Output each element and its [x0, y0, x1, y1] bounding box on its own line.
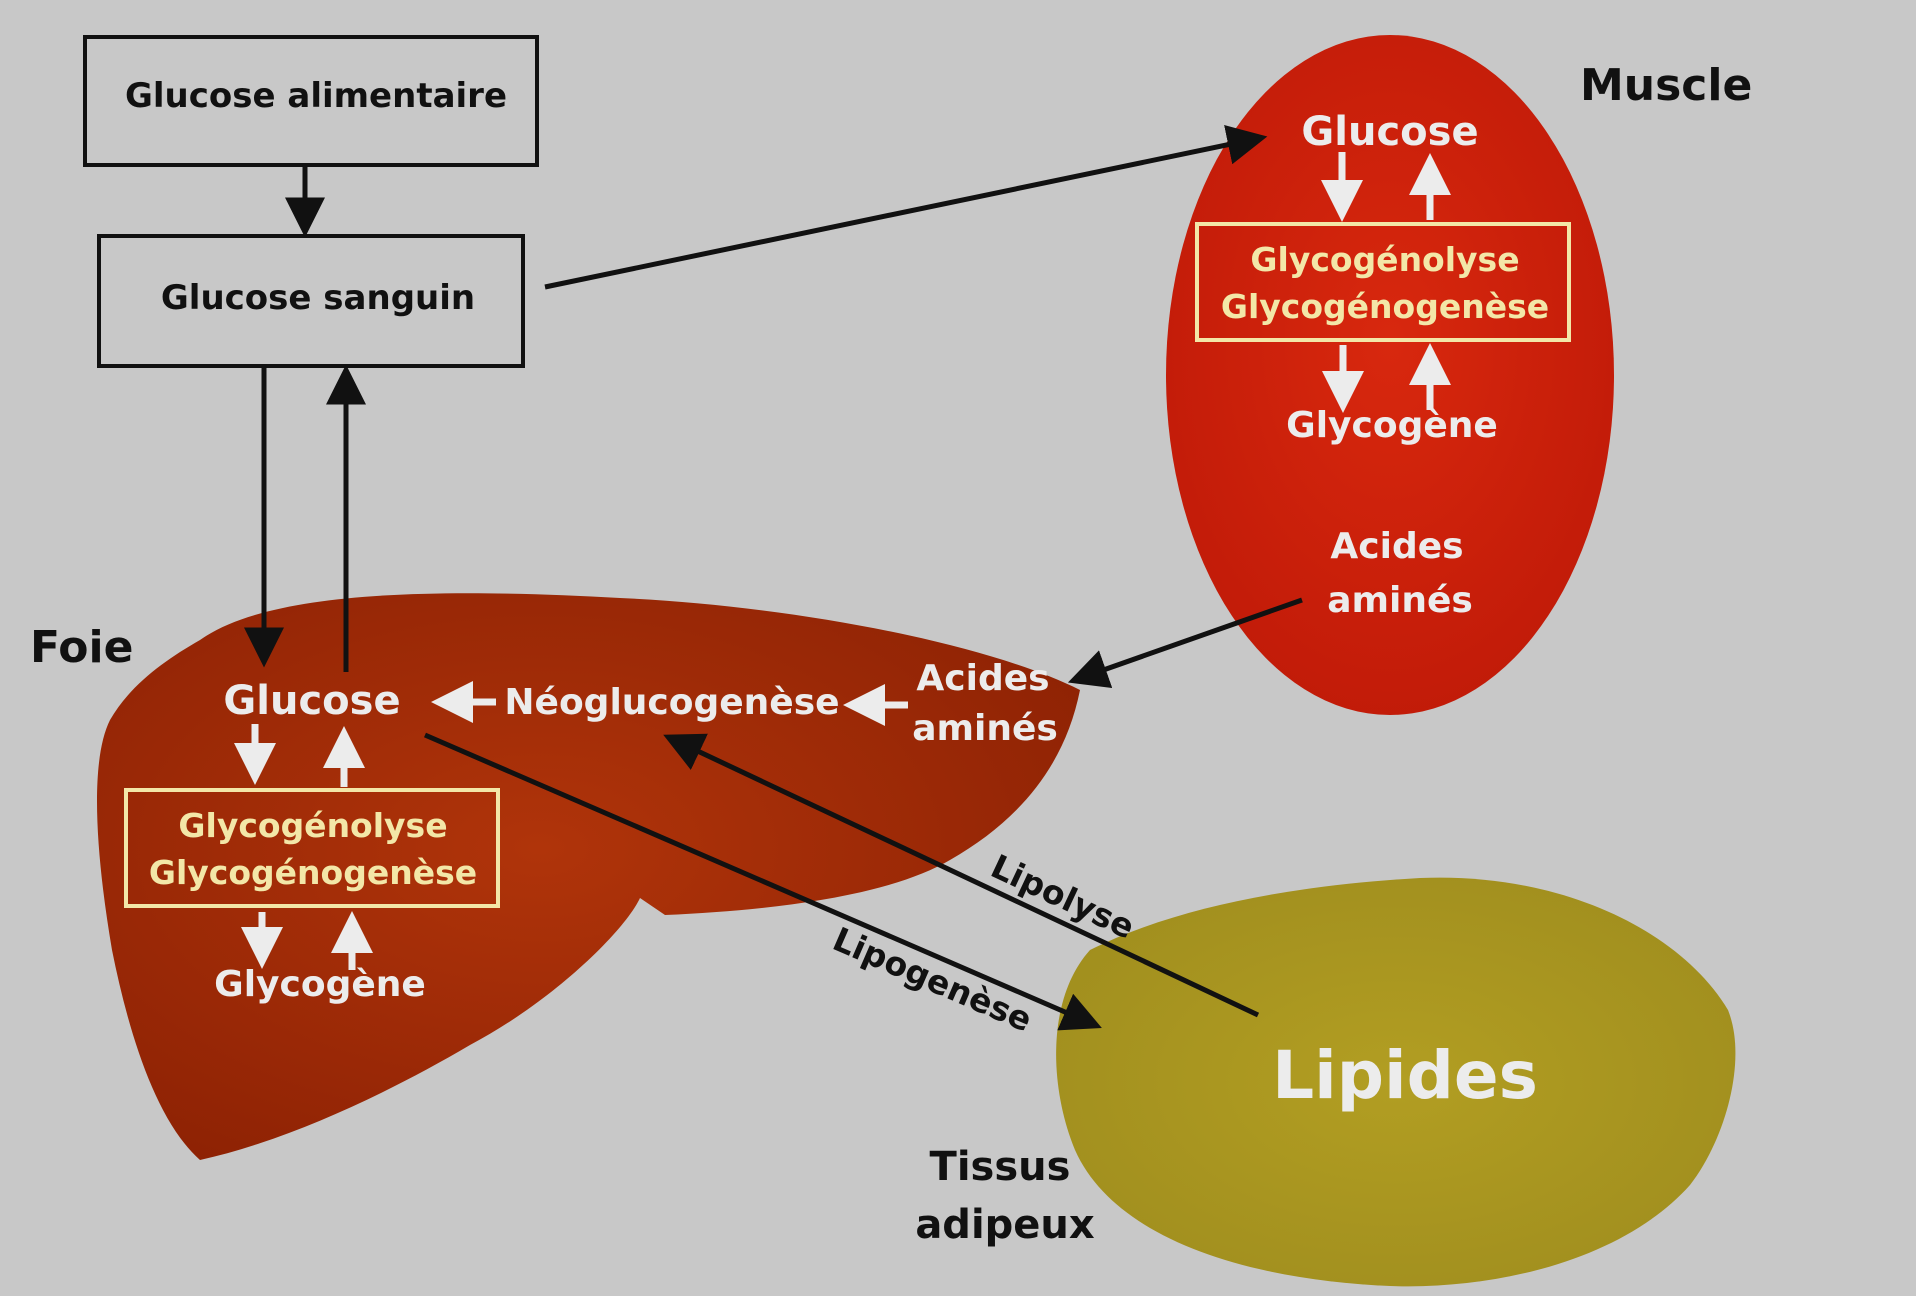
muscle-glycogenesis-label: Glycogénogenèse — [1221, 287, 1549, 326]
muscle-shape — [1166, 35, 1614, 715]
liver-amino-label-line2: aminés — [912, 708, 1058, 749]
dietary-glucose-label: Glucose alimentaire — [125, 76, 507, 116]
blood-glucose-label: Glucose sanguin — [161, 278, 475, 318]
liver-glycogenesis-label: Glycogénogenèse — [149, 853, 477, 892]
liver-glycogenolysis-label: Glycogénolyse — [178, 806, 447, 845]
muscle-process-box: Glycogénolyse Glycogénogenèse — [1195, 222, 1571, 342]
muscle-amino-label-line1: Acides — [1330, 526, 1463, 567]
arrow-lipolysis — [663, 733, 1260, 1018]
liver-glycogen-label: Glycogène — [214, 964, 426, 1005]
muscle-glycogenolysis-label: Glycogénolyse — [1250, 240, 1519, 279]
arrow-muscle-amino-to-liver — [1067, 597, 1303, 689]
liver-region-label: Foie — [30, 622, 133, 673]
adipose-region-label-line2: adipeux — [915, 1202, 1095, 1248]
muscle-amino-label-line2: aminés — [1327, 580, 1473, 621]
muscle-glucose-label: Glucose — [1301, 109, 1478, 155]
lipids-label: Lipides — [1272, 1037, 1538, 1114]
arrow-lipogenesis — [424, 732, 1102, 1031]
arrow-blood-to-muscle — [544, 125, 1268, 290]
liver-glucose-label: Glucose — [223, 678, 400, 724]
liver-amino-label-line1: Acides — [916, 658, 1049, 699]
adipose-region-label-line1: Tissus — [930, 1144, 1071, 1190]
muscle-glycogen-label: Glycogène — [1286, 405, 1498, 446]
liver-process-box: Glycogénolyse Glycogénogenèse — [124, 788, 500, 908]
blood-glucose-box: Glucose sanguin — [97, 234, 525, 368]
dietary-glucose-box: Glucose alimentaire — [83, 35, 539, 167]
adipose-shape — [1056, 877, 1736, 1287]
muscle-region-label: Muscle — [1580, 60, 1752, 111]
lipogenesis-label: Lipogenèse — [827, 919, 1038, 1039]
liver-gluconeogenesis-label: Néoglucogenèse — [504, 682, 839, 723]
